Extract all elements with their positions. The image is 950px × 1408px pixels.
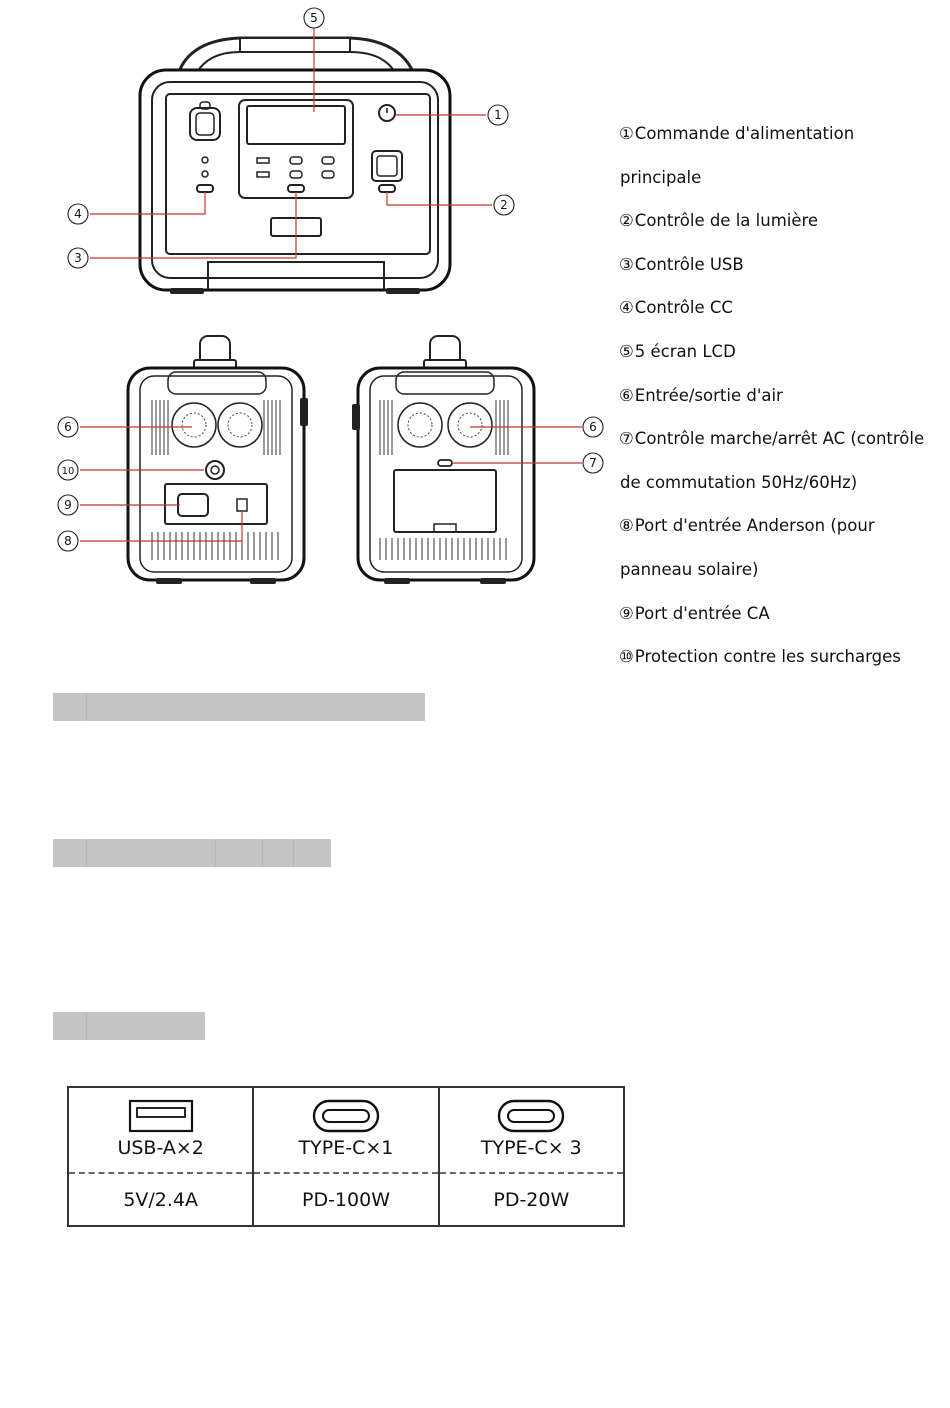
legend-item: ⑤5 écran LCD: [619, 341, 736, 361]
port-spec: 5V/2.4A: [66, 1172, 255, 1227]
callout-3: 3: [74, 251, 82, 265]
legend-item: de commutation 50Hz/60Hz): [620, 472, 858, 492]
callout-2: 2: [500, 198, 508, 212]
port-cell-type-c-1: TYPE-C×1: [252, 1086, 440, 1173]
legend-item: ⑦Contrôle marche/arrêt AC (contrôle: [619, 429, 925, 449]
callout-8: 8: [64, 534, 72, 548]
redacted-heading-bar: [53, 693, 425, 721]
callout-7: 7: [589, 456, 597, 470]
port-cell-type-c-3: TYPE-C× 3: [437, 1086, 626, 1173]
front-view-illustration: 5 1 2 4 3: [67, 7, 515, 294]
lcd-screen: [246, 105, 346, 145]
legend-item: ④Contrôle CC: [619, 298, 733, 318]
front-panel: [165, 93, 431, 255]
port-spec: PD-100W: [252, 1172, 440, 1227]
usb-c-icon: [498, 1099, 565, 1133]
unit-back-left: [126, 335, 308, 584]
legend-item: principale: [620, 167, 702, 187]
callout-4: 4: [74, 207, 82, 221]
port-cell-usb-a: USB-A×2: [66, 1086, 255, 1173]
legend-item: ⑧Port d'entrée Anderson (pour: [619, 516, 875, 536]
legend-item: panneau solaire): [620, 559, 759, 579]
back-views-illustration: 6 10 9 8 6 7: [57, 335, 604, 584]
usb-a-icon: [128, 1099, 193, 1133]
callout-1: 1: [494, 108, 502, 122]
unit-back-right: [352, 335, 536, 584]
component-legend: ①Commande d'alimentation principale ②Con…: [619, 112, 939, 679]
power-button-icon: [378, 104, 396, 122]
callout-9: 9: [64, 498, 72, 512]
port-spec: PD-20W: [437, 1172, 626, 1227]
redacted-heading-bar: [53, 839, 331, 867]
output-ports-table: USB-A×2 TYPE-C×1 TYPE-C× 3 5V/2.4A PD-10…: [66, 1086, 626, 1227]
legend-item: ②Contrôle de la lumière: [619, 211, 819, 231]
callout-6-right: 6: [589, 420, 597, 434]
callout-6-left: 6: [64, 420, 72, 434]
legend-item: ⑥Entrée/sortie d'air: [619, 385, 783, 405]
legend-item: ③Contrôle USB: [619, 254, 744, 274]
legend-item: ⑩Protection contre les surcharges: [619, 647, 901, 667]
callout-5: 5: [310, 11, 318, 25]
legend-item: ①Commande d'alimentation: [619, 124, 855, 143]
redacted-heading-bar: [53, 1012, 205, 1040]
callout-10: 10: [62, 466, 75, 477]
legend-item: ⑨Port d'entrée CA: [619, 603, 770, 623]
usb-c-icon: [312, 1099, 380, 1133]
